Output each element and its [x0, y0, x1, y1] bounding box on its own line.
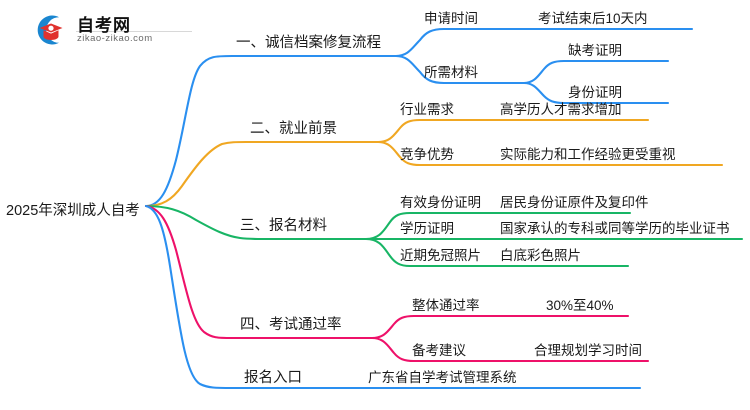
branch-1-child-2-leaf-1[interactable]: 缺考证明 — [568, 43, 622, 58]
branch-2-child-2-leaf-1[interactable]: 实际能力和工作经验更受重视 — [500, 147, 676, 162]
branch-1-child-1-leaf-1[interactable]: 考试结束后10天内 — [538, 11, 648, 26]
branch-3-child-1-leaf-1[interactable]: 居民身份证原件及复印件 — [500, 195, 649, 210]
branch-1-child-1[interactable]: 申请时间 — [424, 11, 478, 26]
site-logo: 自考网 zikao-zikao.com — [33, 9, 193, 51]
branch-node-3[interactable]: 三、报名材料 — [240, 218, 327, 234]
mindmap-root-node[interactable]: 2025年深圳成人自考 — [6, 203, 140, 219]
branch-1-child-2[interactable]: 所需材料 — [424, 65, 478, 80]
branch-2-child-1[interactable]: 行业需求 — [400, 102, 454, 117]
branch-node-5[interactable]: 报名入口 — [244, 370, 302, 386]
branch-5-child-1[interactable]: 广东省自学考试管理系统 — [368, 370, 517, 385]
branch-2-child-2[interactable]: 竞争优势 — [400, 147, 454, 162]
branch-3-child-1[interactable]: 有效身份证明 — [400, 195, 481, 210]
branch-2-child-1-leaf-1[interactable]: 高学历人才需求增加 — [500, 102, 622, 117]
branch-4-child-2[interactable]: 备考建议 — [412, 343, 466, 358]
branch-3-child-2[interactable]: 学历证明 — [400, 221, 454, 236]
branch-3-child-2-leaf-1[interactable]: 国家承认的专科或同等学历的毕业证书 — [500, 221, 730, 236]
branch-1-child-2-leaf-2[interactable]: 身份证明 — [568, 85, 622, 100]
graduation-cap-swoosh-icon — [33, 12, 69, 48]
branch-4-child-1-leaf-1[interactable]: 30%至40% — [546, 298, 614, 313]
branch-node-4[interactable]: 四、考试通过率 — [240, 317, 342, 333]
branch-node-2[interactable]: 二、就业前景 — [250, 121, 337, 137]
branch-3-child-3-leaf-1[interactable]: 白底彩色照片 — [500, 248, 581, 263]
logo-domain: zikao-zikao.com — [77, 33, 153, 44]
logo-divider — [76, 31, 192, 32]
branch-node-1[interactable]: 一、诚信档案修复流程 — [236, 35, 381, 51]
branch-4-child-2-leaf-1[interactable]: 合理规划学习时间 — [534, 343, 642, 358]
branch-3-child-3[interactable]: 近期免冠照片 — [400, 248, 481, 263]
logo-wordmark: 自考网 — [77, 16, 131, 35]
branch-4-child-1[interactable]: 整体通过率 — [412, 298, 480, 313]
